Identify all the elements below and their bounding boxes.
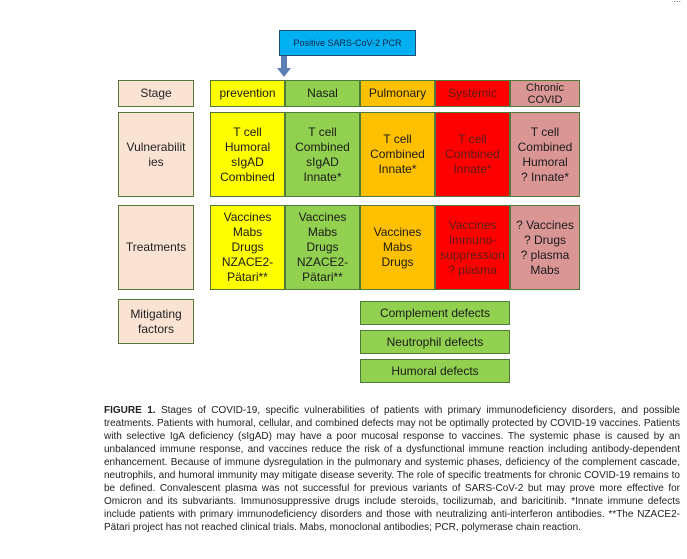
mitigating-neutrophil: Neutrophil defects (360, 330, 510, 354)
vulnerability-chronic: T cell Combined Humoral ? Innate* (510, 112, 580, 197)
caption-text: Stages of COVID-19, specific vulnerabili… (104, 405, 680, 533)
mitigating-humoral: Humoral defects (360, 359, 510, 383)
stage-nasal: Nasal (285, 80, 360, 107)
mitigating-complement: Complement defects (360, 301, 510, 325)
figure-label: FIGURE 1. (104, 405, 156, 416)
row-label-stage: Stage (118, 80, 194, 107)
row-label-mitigating: Mitigating factors (118, 299, 194, 344)
figure-caption: FIGURE 1. Stages of COVID-19, specific v… (104, 404, 680, 534)
vulnerability-systemic: T cell Combined Innate* (435, 112, 510, 197)
pcr-box: Positive SARS-CoV-2 PCR (279, 30, 416, 56)
treatment-pulmonary: Vaccines Mabs Drugs (360, 205, 435, 290)
vulnerability-nasal: T cell Combined sIgAD Innate* (285, 112, 360, 197)
stage-pulmonary: Pulmonary (360, 80, 435, 107)
page-header-note: ... (673, 0, 681, 4)
row-label-vulnerabilities: Vulnerabilit ies (118, 112, 194, 197)
stage-systemic: Systemic (435, 80, 510, 107)
down-arrow-icon (277, 56, 291, 77)
vulnerability-pulmonary: T cell Combined Innate* (360, 112, 435, 197)
row-label-treatments: Treatments (118, 205, 194, 290)
treatment-prevention: Vaccines Mabs Drugs NZACE2- Pätari** (210, 205, 285, 290)
stage-chronic-covid: Chronic COVID (510, 80, 580, 107)
treatment-nasal: Vaccines Mabs Drugs NZACE2- Pätari** (285, 205, 360, 290)
treatment-chronic: ? Vaccines ? Drugs ? plasma Mabs (510, 205, 580, 290)
treatment-systemic: Vaccines Immuno- suppression ? plasma (435, 205, 510, 290)
vulnerability-prevention: T cell Humoral sIgAD Combined (210, 112, 285, 197)
stage-prevention: prevention (210, 80, 285, 107)
